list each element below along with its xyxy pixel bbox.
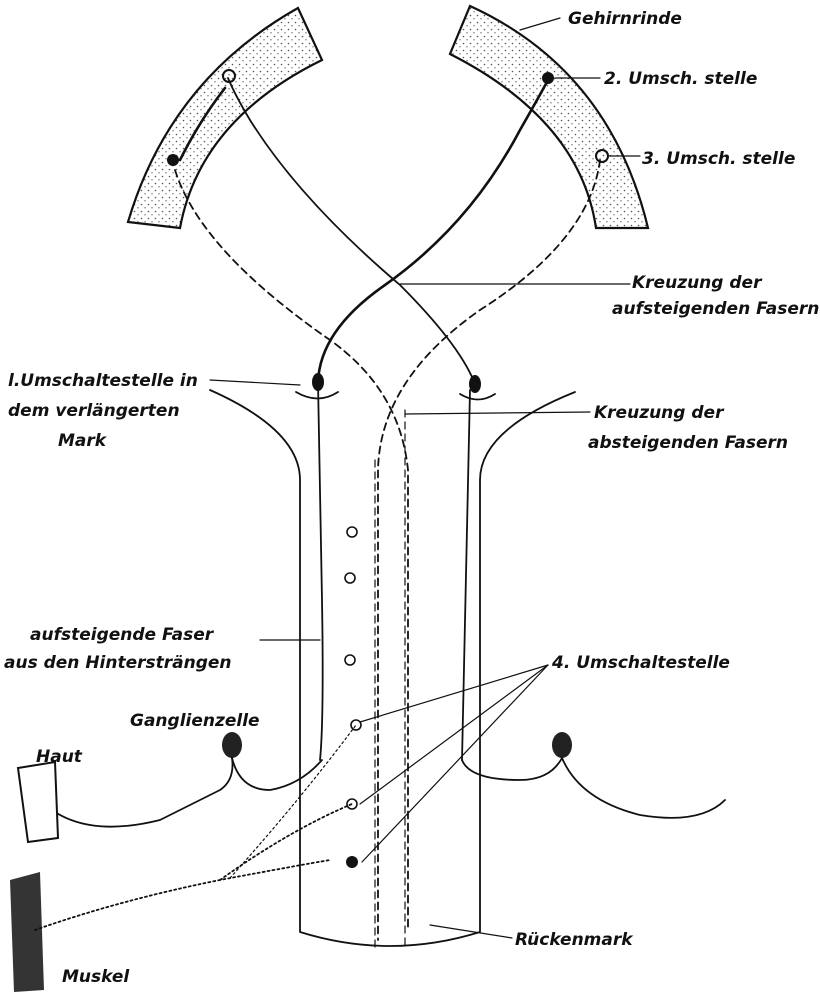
- relay-cells: [167, 69, 609, 758]
- spinal-cord-outline: [209, 389, 576, 951]
- descending-fibers: [174, 159, 601, 941]
- label-asc-fiber-1: aufsteigende Faser: [30, 625, 215, 645]
- label-cross-asc-2: aufsteigenden Fasern: [612, 299, 819, 319]
- leader-lines: [209, 17, 641, 939]
- skin-patch: [16, 760, 60, 844]
- label-relay-2: 2. Umsch. stelle: [604, 69, 757, 89]
- label-skin: Haut: [36, 747, 83, 767]
- label-cross-desc-2: absteigenden Fasern: [588, 433, 788, 453]
- label-relay-3: 3. Umsch. stelle: [642, 149, 795, 169]
- ascending-fibers: [178, 77, 550, 761]
- label-cross-asc-1: Kreuzung der: [632, 273, 763, 293]
- label-spinal-cord: Rückenmark: [515, 930, 634, 950]
- cord-relay-cells: [344, 526, 362, 868]
- label-asc-fiber-2: aus den Hintersträngen: [4, 653, 232, 673]
- peripheral-nerves: [34, 724, 726, 931]
- label-cortex: Gehirnrinde: [568, 9, 682, 29]
- label-relay-4: 4. Umschaltestelle: [551, 653, 730, 673]
- cortex-left: [126, 6, 324, 230]
- label-muscle: Muskel: [62, 967, 130, 987]
- label-ganglion: Ganglienzelle: [130, 711, 260, 731]
- label-relay-1-line3: Mark: [58, 431, 108, 451]
- label-relay-1-line1: l.Umschaltestelle in: [8, 371, 198, 391]
- muscle-fibers: [10, 872, 44, 992]
- label-relay-1-line2: dem verlängerten: [8, 401, 180, 421]
- label-cross-desc-1: Kreuzung der: [594, 403, 725, 423]
